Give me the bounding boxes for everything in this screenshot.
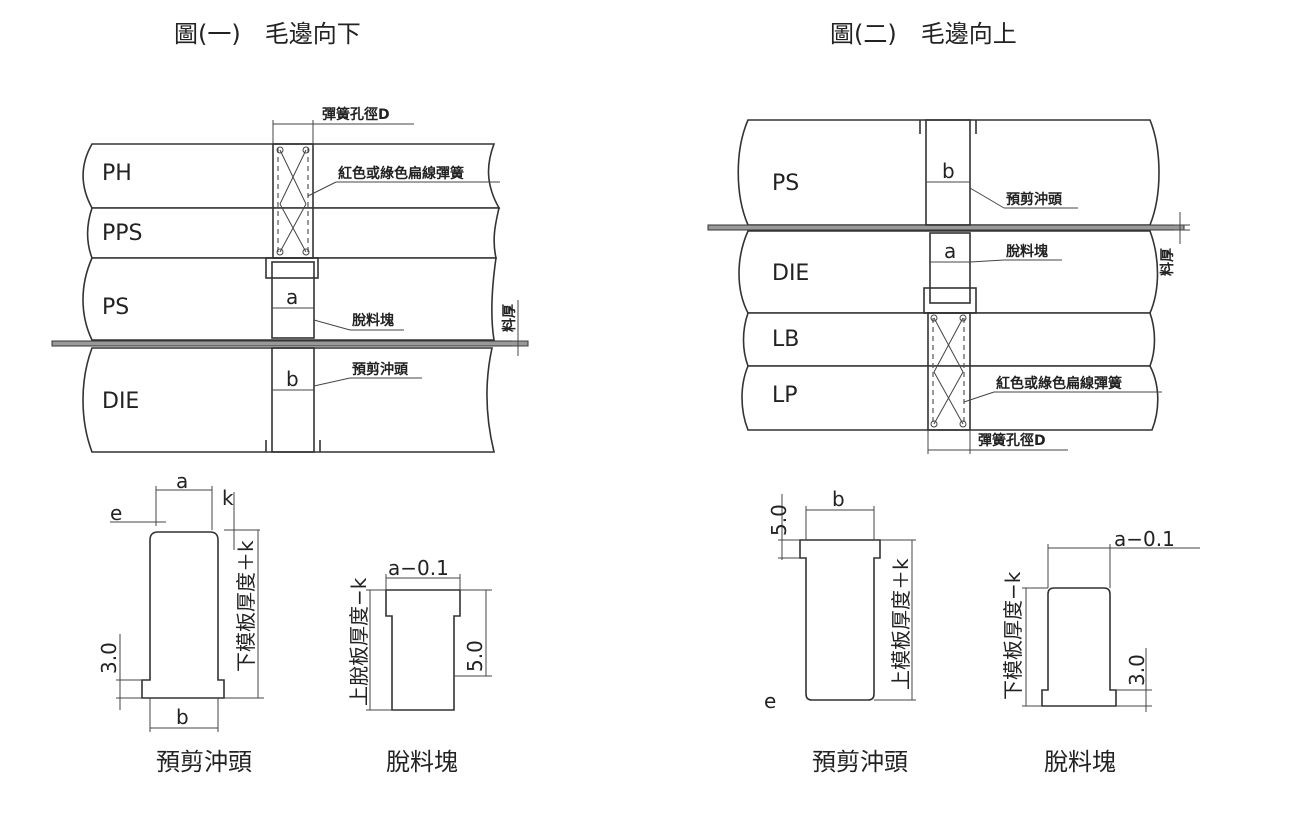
- detail1-block: a−0.1 上脫板厚度−k 5.0 脫料塊: [347, 556, 492, 776]
- fig2-label-stripper-block: 脫料塊: [1006, 243, 1048, 260]
- fig1-dim-a: a: [286, 285, 298, 309]
- fig2-label-spring-hole: 彈簧孔徑D: [978, 432, 1046, 449]
- fig2-plate-lp: [741, 365, 1159, 431]
- d2-dim-5: 5.0: [767, 504, 791, 536]
- fig1-spring-x: [279, 149, 307, 205]
- detail2-block: a−0.1 下模板厚度−k 3.0 脫料塊: [1001, 527, 1200, 776]
- fig1-layer-ps: PS: [102, 295, 129, 320]
- fig2-spring-x: [933, 317, 964, 373]
- fig2-leader: [969, 259, 1005, 263]
- fig1-label-stripper-block: 脫料塊: [352, 312, 394, 329]
- d1-block-outline: [385, 589, 461, 711]
- fig1-leader: [307, 181, 337, 197]
- d2-punch-outline: [799, 539, 881, 701]
- fig2-dim-a: a: [944, 239, 956, 263]
- d2-dim-height: 上模板厚度＋k: [889, 558, 913, 690]
- d1-caption-punch: 預剪沖頭: [156, 748, 252, 776]
- fig1-label-thickness: 料厚: [501, 304, 518, 332]
- fig2-label-spring: 紅色或綠色扁線彈簧: [996, 375, 1122, 392]
- fig1-plate-pps: [86, 207, 501, 259]
- d1-dim-a: a: [176, 469, 188, 493]
- fig1-spring-end: [302, 248, 310, 256]
- fig1-layer-pps: PPS: [102, 221, 143, 246]
- d1-block-dim-height: 上脫板厚度−k: [347, 577, 371, 706]
- d2-caption-block: 脫料塊: [1044, 748, 1116, 776]
- fig2-leader: [969, 187, 1005, 209]
- d1-dim-e: e: [110, 501, 122, 525]
- fig1-punch: [271, 347, 315, 453]
- fig1-leader: [313, 377, 351, 387]
- fig1-spring-end: [276, 146, 284, 154]
- fig1-spring-x: [279, 203, 307, 253]
- fig1-plate-die: [82, 347, 496, 453]
- fig2-layer-die: DIE: [772, 261, 809, 286]
- fig2-leader: [963, 391, 995, 403]
- d1-punch-outline: [141, 531, 225, 699]
- detail1-punch: a e k 下模板厚度＋k 3.0 b 預剪沖頭: [97, 469, 264, 776]
- fig2-spring-hole: [927, 312, 971, 431]
- fig1-block-head: [265, 257, 319, 279]
- fig1-layer-die: DIE: [102, 389, 139, 414]
- d2-block-dim-top: a−0.1: [1114, 527, 1175, 551]
- d2-caption-punch: 預剪沖頭: [812, 748, 908, 776]
- fig1-leader: [313, 319, 351, 331]
- fig2-punch: [925, 119, 971, 226]
- fig1-spring-end: [276, 248, 284, 256]
- d1-dim-k: k: [222, 486, 234, 510]
- fig1-label-spring-hole: 彈簧孔徑D: [322, 106, 390, 123]
- fig1-spring-end: [302, 146, 310, 154]
- fig2-plate-lb: [742, 312, 1156, 367]
- fig2-spring-end: [930, 314, 938, 322]
- fig2-spring-end: [959, 420, 967, 428]
- fig2-stripper-block: [929, 232, 971, 304]
- d1-dim-height: 下模板厚度＋k: [234, 540, 258, 672]
- d1-block-dim-5: 5.0: [463, 640, 487, 672]
- fig1-layer-ph: PH: [102, 161, 132, 186]
- d2-block-dim-3: 3.0: [1125, 654, 1149, 686]
- fig2-spring-x: [933, 371, 964, 425]
- fig2-label-punch: 預剪沖頭: [1006, 191, 1063, 208]
- fig2-spring-end: [959, 314, 967, 322]
- figure2-assembly: PS DIE LB LP b 預剪沖頭 a 脫料塊 紅色或綠色扁線彈簧 彈簧孔徑…: [707, 119, 1190, 454]
- fig2-spring-end: [930, 420, 938, 428]
- d2-block-dim-height: 下模板厚度−k: [1001, 571, 1025, 700]
- fig2-layer-lb: LB: [772, 327, 799, 352]
- fig1-stripper-block: [271, 261, 315, 339]
- figure1-assembly: PH PPS PS DIE 彈簧孔徑D 紅色或綠色扁線彈簧 a 脫料塊 b 預剪…: [51, 106, 529, 453]
- d2-dim-b: b: [832, 487, 845, 511]
- fig2-dim-b: b: [942, 159, 955, 183]
- detail2-punch: b 5.0 上模板厚度＋k e 預剪沖頭: [764, 487, 916, 776]
- fig2-layer-lp: LP: [772, 383, 798, 408]
- d1-block-dim-top: a−0.1: [388, 556, 449, 580]
- d2-dim-e: e: [764, 689, 776, 713]
- figure1-title: 圖(一) 毛邊向下: [174, 20, 361, 48]
- fig1-material-strip: [51, 340, 529, 347]
- fig1-dim-b: b: [286, 367, 299, 391]
- fig1-label-punch: 預剪沖頭: [352, 361, 409, 378]
- d1-dim-b: b: [176, 705, 189, 729]
- d2-block-outline: [1041, 587, 1117, 707]
- d1-caption-block: 脫料塊: [386, 748, 458, 776]
- figure2-title: 圖(二) 毛邊向上: [830, 20, 1017, 48]
- fig1-plate-ps: [82, 257, 497, 341]
- fig2-label-thickness: 料厚: [1159, 248, 1176, 276]
- fig1-label-spring: 紅色或綠色扁線彈簧: [338, 165, 464, 182]
- fig2-layer-ps: PS: [772, 171, 799, 196]
- d1-dim-3: 3.0: [97, 642, 121, 674]
